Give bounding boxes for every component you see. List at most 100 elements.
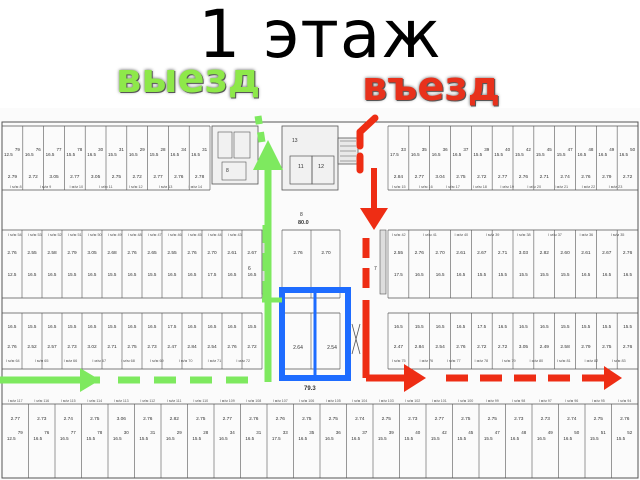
row2-label: I м/м 50 — [88, 233, 102, 237]
row2-label: I м/м 43 — [228, 233, 242, 237]
row2-size: 2.76 — [415, 250, 425, 256]
row1-right-size: 2.84 — [394, 174, 404, 180]
row4-area: 15.5 — [86, 436, 95, 441]
row1-left-size: 2.78 — [195, 174, 205, 180]
row1-label: I м/м 16 — [419, 185, 433, 189]
row3-area: 15.5 — [68, 324, 77, 329]
row2-label: I м/м 40 — [455, 233, 469, 237]
pillar-right — [379, 229, 387, 295]
entry-arrow-head-2 — [404, 364, 426, 392]
row2-size: 3.05 — [87, 250, 97, 256]
row2-area: 16.5 — [88, 272, 97, 277]
row1-left-spot: 77 — [56, 147, 62, 152]
row2-area: 16.5 — [436, 272, 445, 277]
exit-arrow-head-2 — [253, 140, 283, 170]
row3-size: 2.76 — [7, 344, 17, 350]
row2-area: 16.5 — [457, 272, 466, 277]
row2-size: 2.70 — [207, 250, 217, 256]
row4-label: I м/м 116 — [34, 399, 49, 403]
row4-spot: 31 — [256, 430, 262, 435]
row3-area: 17.5 — [168, 324, 177, 329]
row3-label: I м/м 72 — [236, 359, 250, 363]
row4-size: 2.74 — [567, 416, 577, 422]
row3-area: 16.5 — [436, 324, 445, 329]
row3-area: 16.5 — [498, 324, 507, 329]
row4-area: 16.5 — [325, 436, 334, 441]
row4-label: I м/м 104 — [352, 399, 367, 403]
row4-size: 2.82 — [170, 416, 180, 422]
row2-area: 16.5 — [623, 272, 632, 277]
row4-label: I м/м 105 — [326, 399, 341, 403]
row1-right-area: 16.5 — [432, 152, 441, 157]
row2-area: 12.5 — [8, 272, 17, 277]
row3-label: I м/м 70 — [179, 359, 193, 363]
row2-label: I м/м 52 — [48, 233, 62, 237]
row1-right-area: 16.5 — [411, 152, 420, 157]
row4-spot: 77 — [71, 430, 77, 435]
row2-area: 16.5 — [128, 272, 137, 277]
row4-area: 15.5 — [484, 436, 493, 441]
row4-size: 2.74 — [64, 416, 74, 422]
row3-area: 15.5 — [623, 324, 632, 329]
row4-area: 15.5 — [378, 436, 387, 441]
row3-size: 2.72 — [477, 344, 487, 350]
row3-area: 15.5 — [28, 324, 37, 329]
row4-label: I м/м 113 — [114, 399, 129, 403]
row4-spot: 42 — [442, 430, 448, 435]
row3-size: 2.47 — [167, 344, 177, 350]
row1-right-spot: 42 — [526, 147, 532, 152]
row4-spot: 50 — [574, 430, 580, 435]
row3-size: 2.73 — [67, 344, 77, 350]
row1-right-spot: 49 — [609, 147, 615, 152]
row1-right-area: 16.5 — [578, 152, 587, 157]
row4-label: I м/м 94 — [618, 399, 631, 403]
row2-area: 17.5 — [208, 272, 217, 277]
row3-label: I м/м 75 — [392, 359, 406, 363]
row4-size: 2.76 — [143, 416, 153, 422]
row2-size: 2.71 — [498, 250, 508, 256]
row2-area: 16.5 — [582, 272, 591, 277]
row3-label: I м/м 79 — [502, 359, 516, 363]
row2-label: I м/м 35 — [611, 233, 625, 237]
row4-size: 2.75 — [196, 416, 206, 422]
row1-right-spot: 50 — [630, 147, 636, 152]
row2-area: 16.5 — [248, 272, 257, 277]
row3-size: 2.54 — [435, 344, 445, 350]
row1-left-area: 16.5 — [129, 152, 138, 157]
row1-right-area: 15.5 — [473, 152, 482, 157]
room-8-label: 8 — [226, 168, 229, 174]
row4-size: 2.73 — [541, 416, 551, 422]
row4-label: I м/м 98 — [512, 399, 525, 403]
row4-area: 15.5 — [404, 436, 413, 441]
row1-label: I м/м 18 — [473, 185, 487, 189]
row2-label: I м/м 38 — [517, 233, 531, 237]
row2-size: 2.67 — [477, 250, 487, 256]
row3-area: 16.5 — [394, 324, 403, 329]
row4-area: 15.5 — [590, 436, 599, 441]
row3-size: 2.49 — [540, 344, 550, 350]
row2-label: I м/м 53 — [28, 233, 42, 237]
row1-right-area: 16.5 — [619, 152, 628, 157]
row1-right-size: 2.74 — [560, 174, 570, 180]
row3-area: 16.5 — [88, 324, 97, 329]
row4-size: 2.76 — [276, 416, 286, 422]
row3-size: 2.71 — [107, 344, 117, 350]
row2-area: 16.5 — [415, 272, 424, 277]
row4-spot: 78 — [97, 430, 103, 435]
row1-left-size: 2.79 — [8, 174, 18, 180]
row4-label: I м/м 114 — [87, 399, 102, 403]
row4-label: I м/м 96 — [565, 399, 578, 403]
row1-left-spot: 30 — [98, 147, 104, 152]
row4-label: I м/м 115 — [61, 399, 76, 403]
row3-size: 2.76 — [456, 344, 466, 350]
row3-size: 2.47 — [394, 344, 404, 350]
row4-label: I м/м 99 — [486, 399, 499, 403]
row2-area: 16.5 — [48, 272, 57, 277]
row1-right-size: 2.72 — [623, 174, 633, 180]
row2-size: 2.55 — [167, 250, 177, 256]
ramp-line-2 — [351, 323, 361, 355]
row1-label: I м/м 11 — [99, 185, 112, 189]
row3-area: 15.5 — [602, 324, 611, 329]
row3-area: 16.5 — [519, 324, 528, 329]
row4-spot: 51 — [601, 430, 607, 435]
